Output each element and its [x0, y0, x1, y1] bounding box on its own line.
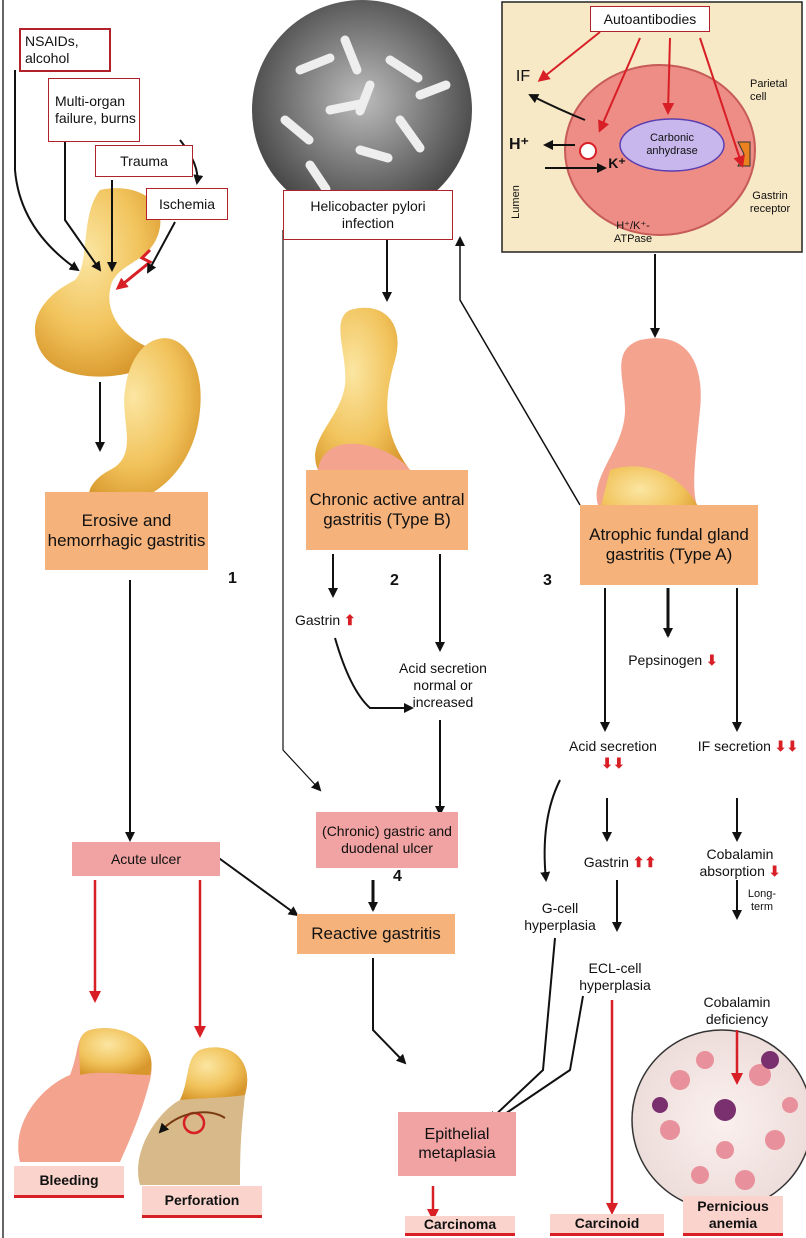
gastrin-text: Gastrin [584, 854, 629, 870]
cobalamin-absorption-label: Cobalamin absorption ⬇ [685, 846, 795, 880]
pernicious-anemia-box: Pernicious anemia [683, 1196, 783, 1236]
cause-multi-organ-label: Multi-organ failure, burns [55, 93, 139, 127]
acid-secretion-text: Acid secretion [569, 738, 657, 754]
acid-secretion-label: Acid secretion ⬇⬇ [563, 738, 663, 772]
parietal-k-label: K⁺ [602, 155, 632, 172]
arrow-up-icon: ⬆ [344, 612, 356, 628]
long-term-label: Long-term [742, 888, 782, 914]
atpase-label: H⁺/K⁺-ATPase [598, 220, 668, 246]
pepsinogen-text: Pepsinogen [628, 652, 702, 668]
chronic-active-gastritis-box: Chronic active antral gastritis (Type B) [306, 470, 468, 550]
acute-ulcer-box: Acute ulcer [72, 842, 220, 876]
cobalamin-deficiency-label: Cobalamin deficiency [687, 994, 787, 1028]
carbonic-anhydrase-label: Carbonic anhydrase [635, 132, 709, 158]
pepsinogen-label: Pepsinogen ⬇ [618, 652, 728, 669]
if-secretion-text: IF secretion [698, 738, 771, 754]
parietal-h-label: H⁺ [504, 136, 534, 153]
number-2: 2 [390, 572, 399, 590]
autoantibodies-box: Autoantibodies [590, 6, 710, 32]
h-k-atpase-pump-icon [580, 143, 596, 159]
pernicious-anemia-label: Pernicious anemia [683, 1198, 783, 1232]
gastrin-increase-label: Gastrin ⬆ [295, 612, 375, 629]
gastrin-receptor-label: Gastrin receptor [742, 190, 798, 216]
stomach-perforation-top [180, 1047, 247, 1100]
chronic-ulcer-label: (Chronic) gastric and duodenal ulcer [316, 823, 458, 857]
cause-nsaids-label: NSAIDs, alcohol [25, 33, 109, 67]
arrow-down-icon: ⬇ [706, 652, 718, 668]
if-secretion-label: IF secretion ⬇⬇ [695, 738, 801, 755]
stomach-bleeding-top [79, 1028, 151, 1075]
arrow-down-icon: ⬇ [769, 863, 781, 879]
cause-nsaids-box: NSAIDs, alcohol [19, 28, 111, 72]
bleeding-box: Bleeding [14, 1166, 124, 1198]
gastrin-increase-text: Gastrin [295, 612, 340, 628]
double-arrow-down-icon: ⬇⬇ [601, 755, 624, 771]
acute-ulcer-label: Acute ulcer [111, 851, 181, 868]
metaplasia-label: Epithelial metaplasia [398, 1125, 516, 1163]
cause-ischemia-label: Ischemia [159, 196, 215, 213]
carcinoid-box: Carcinoid [550, 1214, 664, 1236]
carcinoma-label: Carcinoma [424, 1216, 496, 1233]
h-pylori-label: Helicobacter pylori infection [284, 198, 452, 232]
cause-ischemia-box: Ischemia [146, 188, 228, 220]
erosive-gastritis-label: Erosive and hemorrhagic gastritis [45, 511, 208, 551]
perforation-label: Perforation [165, 1192, 240, 1209]
metaplasia-box: Epithelial metaplasia [398, 1112, 516, 1176]
reactive-gastritis-box: Reactive gastritis [297, 914, 455, 954]
lumen-label: Lumen [510, 182, 523, 222]
gcell-label: G-cell hyperplasia [515, 900, 605, 934]
autoantibodies-label: Autoantibodies [604, 11, 697, 28]
eclcell-label: ECL-cell hyperplasia [565, 960, 665, 994]
double-arrow-down-icon: ⬇⬇ [775, 738, 798, 754]
acid-normal-label: Acid secretion normal or increased [388, 660, 498, 711]
chronic-ulcer-box: (Chronic) gastric and duodenal ulcer [316, 812, 458, 868]
cobalamin-absorption-text: Cobalamin absorption [699, 846, 773, 879]
number-3: 3 [543, 572, 552, 590]
parietal-cell-label: Parietal cell [750, 78, 800, 104]
perforation-box: Perforation [142, 1186, 262, 1218]
parietal-if-label: IF [508, 68, 538, 85]
cause-trauma-label: Trauma [120, 153, 168, 170]
chronic-active-gastritis-label: Chronic active antral gastritis (Type B) [306, 490, 468, 530]
h-pylori-box: Helicobacter pylori infection [283, 190, 453, 240]
carcinoma-box: Carcinoma [405, 1216, 515, 1236]
gastrin-label: Gastrin ⬆⬆ [575, 854, 665, 871]
cause-multi-organ-box: Multi-organ failure, burns [48, 78, 140, 142]
atrophic-gastritis-box: Atrophic fundal gland gastritis (Type A) [580, 505, 758, 585]
number-1: 1 [228, 570, 237, 588]
number-4: 4 [393, 868, 402, 886]
bleeding-label: Bleeding [39, 1172, 98, 1189]
atrophic-gastritis-label: Atrophic fundal gland gastritis (Type A) [580, 525, 758, 565]
reactive-gastritis-label: Reactive gastritis [311, 924, 440, 944]
double-arrow-up-icon: ⬆⬆ [633, 854, 656, 870]
blood-smear-image [632, 1030, 806, 1210]
carcinoid-label: Carcinoid [575, 1215, 640, 1232]
erosive-gastritis-box: Erosive and hemorrhagic gastritis [45, 492, 208, 570]
cause-trauma-box: Trauma [95, 145, 193, 177]
